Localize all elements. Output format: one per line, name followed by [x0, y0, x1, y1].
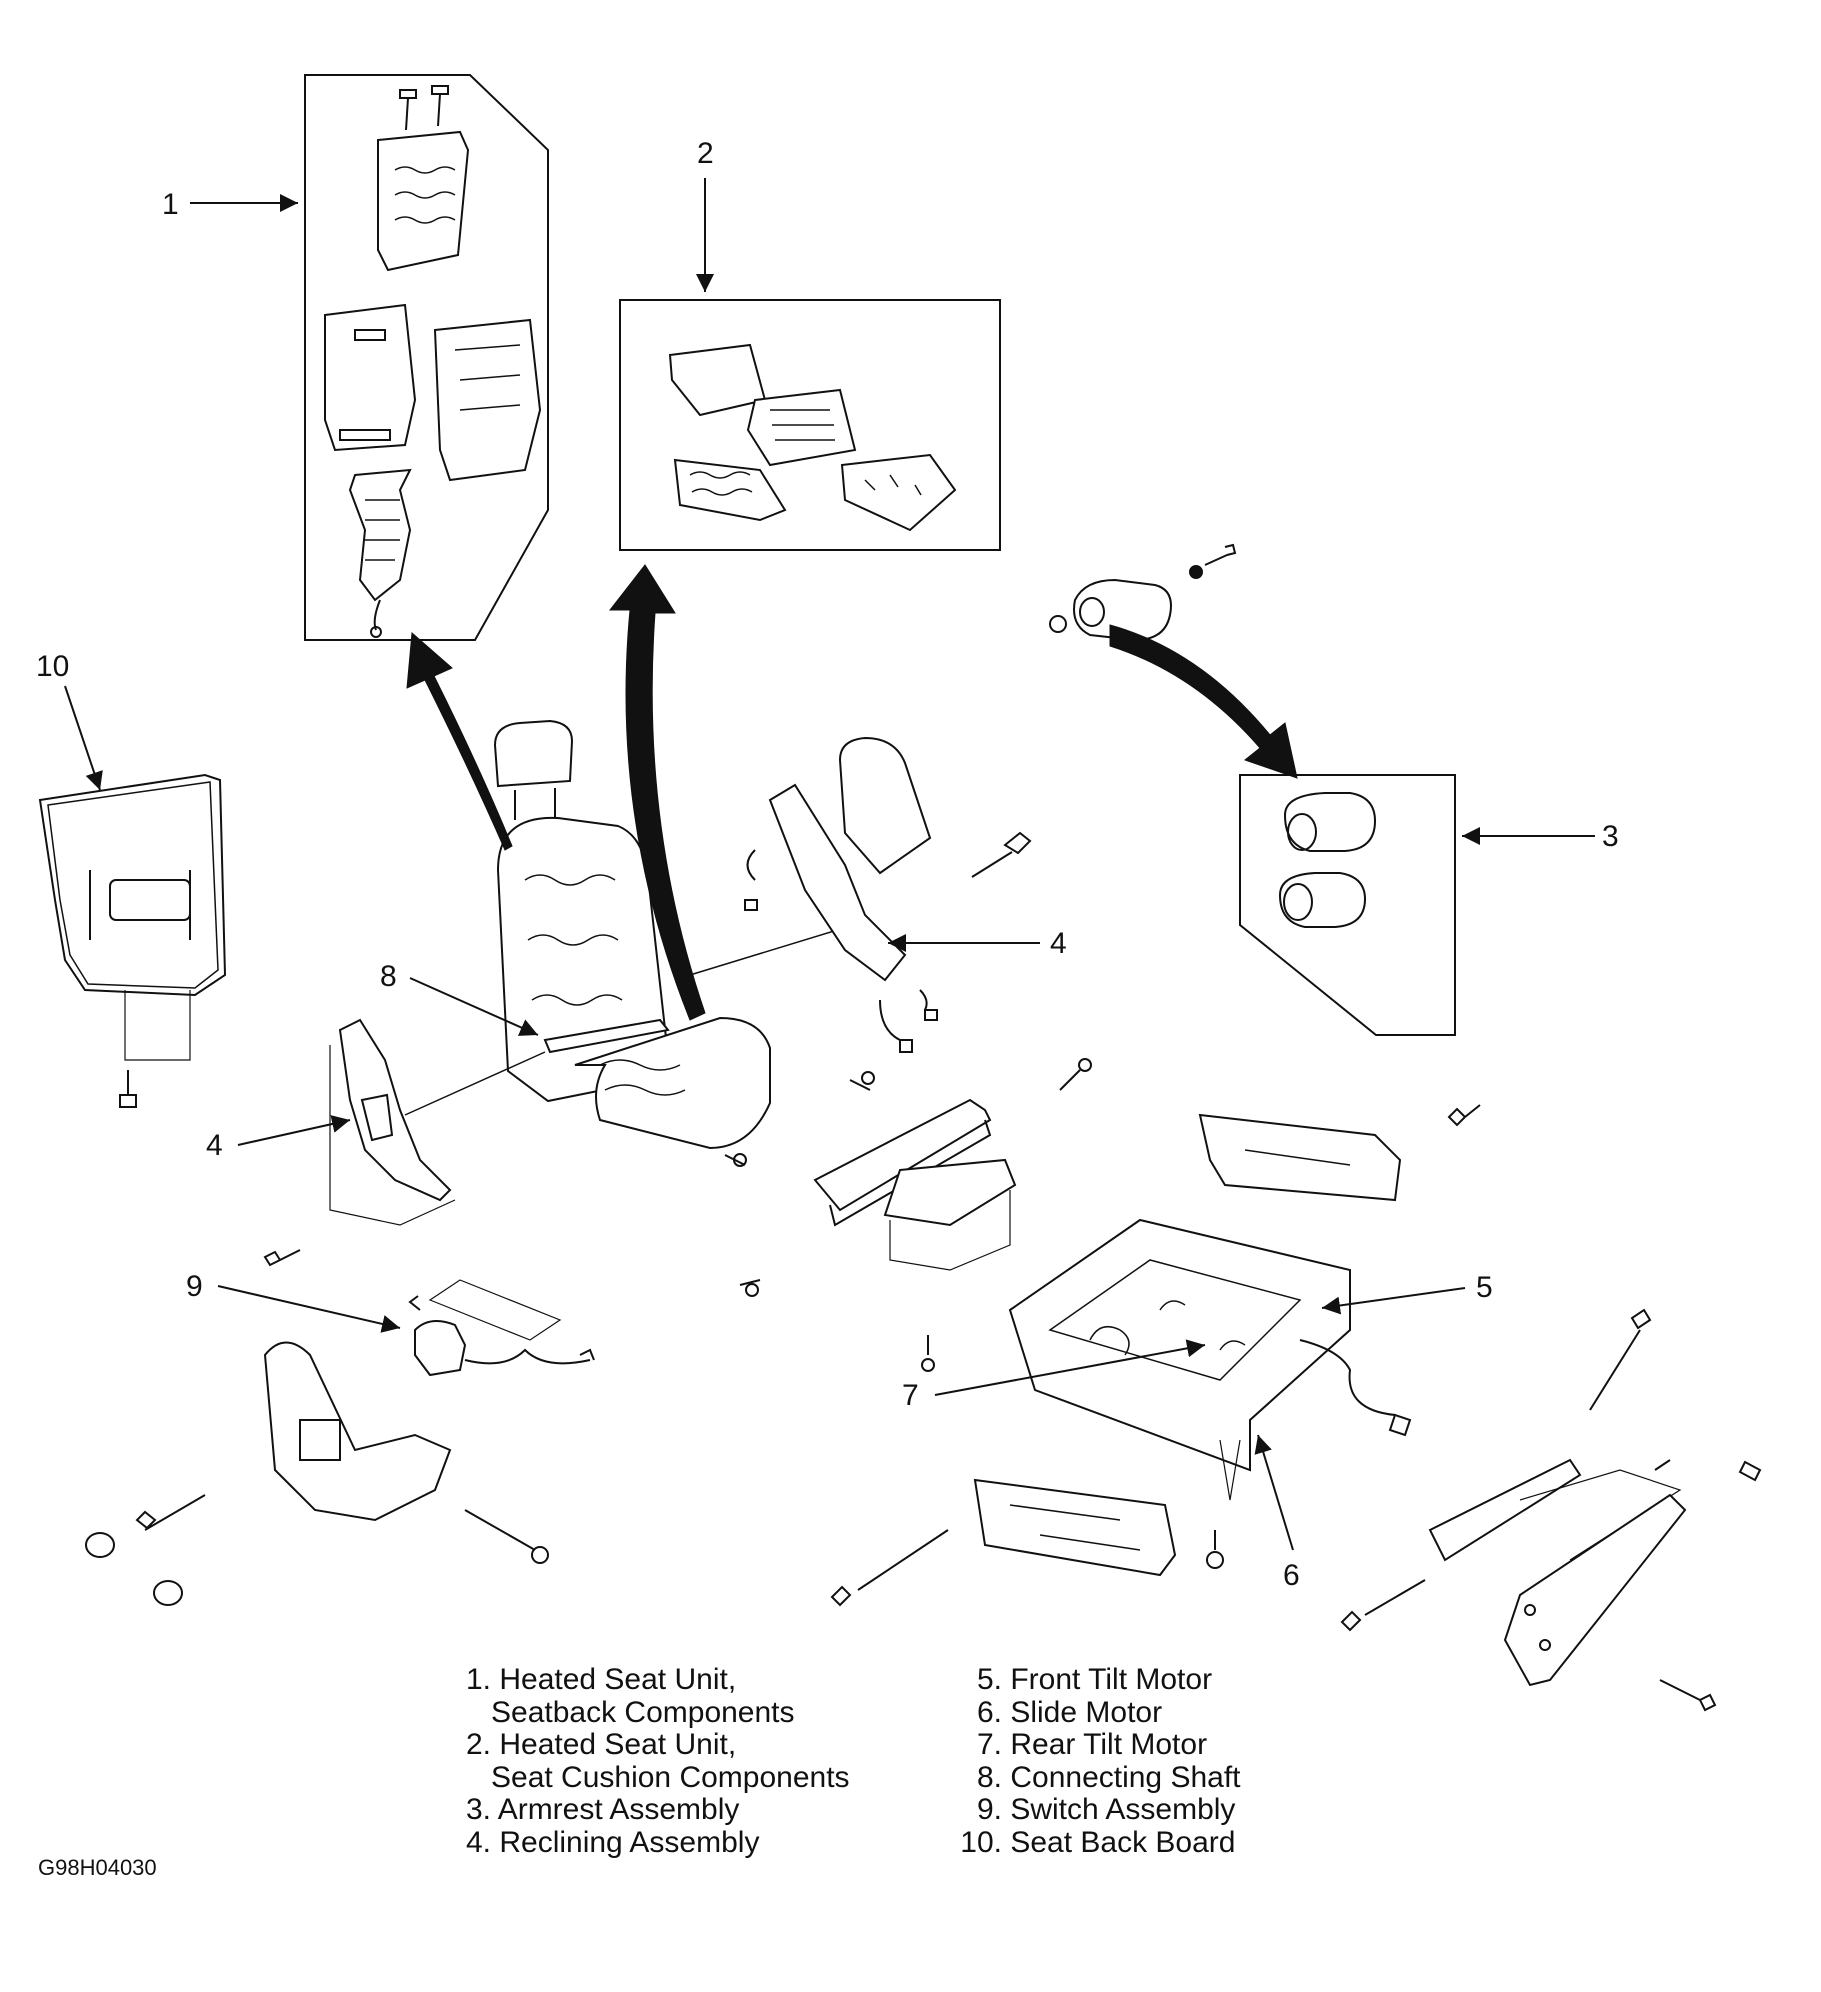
- legend-item: 7. Rear Tilt Motor: [950, 1728, 1241, 1762]
- curved-arrows: [406, 564, 1298, 1021]
- legend-text: Reclining Assembly: [499, 1825, 760, 1859]
- legend-number: 1.: [465, 1663, 491, 1696]
- legend-item: 2. Heated Seat Unit, Seat Cushion Compon…: [455, 1728, 850, 1794]
- callout-8: 8: [380, 960, 397, 993]
- legend-number: 9.: [976, 1793, 1002, 1826]
- callout-7: 7: [902, 1379, 919, 1412]
- motor-frame: [1008, 1218, 1412, 1569]
- legend-text: Seat Back Board: [1010, 1825, 1236, 1859]
- legend-text: Connecting Shaft: [1010, 1760, 1241, 1794]
- legend-text: Rear Tilt Motor: [1010, 1728, 1208, 1761]
- legend-number: 5.: [976, 1663, 1002, 1696]
- callout-4-left: 4: [206, 1129, 223, 1162]
- legend-item: 1. Heated Seat Unit, Seatback Components: [455, 1663, 850, 1729]
- legend-item: 9. Switch Assembly: [950, 1793, 1241, 1827]
- legend-item: 6. Slide Motor: [950, 1695, 1241, 1730]
- legend-number: 8.: [976, 1760, 1002, 1794]
- legend-text: Armrest Assembly: [497, 1793, 740, 1826]
- legend-number: 3.: [465, 1793, 491, 1826]
- legend-text: Heated Seat Unit,: [499, 1663, 737, 1696]
- callout-5: 5: [1476, 1271, 1493, 1304]
- legend-number: 6.: [976, 1695, 1002, 1729]
- callout-9: 9: [186, 1270, 203, 1303]
- slide-rail-bracket: [724, 1058, 1092, 1372]
- reclining-assembly-left: [263, 1018, 456, 1267]
- callout-leaders: [64, 178, 1595, 1551]
- legend-item: 4. Reclining Assembly: [455, 1825, 850, 1860]
- cover-brackets: [830, 1104, 1762, 1712]
- legend-item: 3. Armrest Assembly: [455, 1793, 850, 1827]
- legend-number: 4.: [465, 1825, 491, 1859]
- legend-left: 1. Heated Seat Unit, Seatback Components…: [455, 1663, 850, 1860]
- legend-right: 5. Front Tilt Motor 6. Slide Motor 7. Re…: [950, 1663, 1241, 1860]
- callout-labels: 1 2 3 4 4 5 6 7 8 9 10: [36, 137, 1619, 1592]
- seat-cushion-heater-box: [619, 299, 1001, 551]
- callout-3: 3: [1602, 820, 1619, 853]
- callout-4-right: 4: [1050, 927, 1067, 960]
- callout-2: 2: [697, 137, 714, 170]
- legend-text: Slide Motor: [1010, 1695, 1163, 1729]
- legend-number: 10.: [960, 1825, 1002, 1859]
- legend-item: 5. Front Tilt Motor: [950, 1663, 1241, 1697]
- figure-code: G98H04030: [38, 1855, 157, 1880]
- seat-assembly: [404, 719, 871, 1150]
- reclining-assembly-right: [744, 736, 1032, 1053]
- screw-icon: [399, 85, 449, 131]
- legend-text: Seatback Components: [491, 1695, 795, 1729]
- seat-back-board: [38, 773, 227, 1108]
- legend-item: 8. Connecting Shaft: [950, 1760, 1241, 1795]
- switch-assembly: [85, 1279, 595, 1606]
- legend-text: Switch Assembly: [1010, 1793, 1236, 1826]
- callout-1: 1: [162, 188, 179, 221]
- callout-6: 6: [1283, 1559, 1300, 1592]
- armrest-cover-box: [1239, 774, 1456, 1036]
- legend-text: Heated Seat Unit,: [499, 1728, 737, 1761]
- legend-text: Seat Cushion Components: [491, 1760, 850, 1794]
- legend-number: 7.: [976, 1728, 1002, 1761]
- seatback-heater-box: [304, 74, 549, 641]
- armrest-parts: [1049, 543, 1456, 1036]
- legend-text: Front Tilt Motor: [1010, 1663, 1213, 1696]
- callout-10: 10: [36, 650, 69, 683]
- legend-number: 2.: [465, 1728, 491, 1761]
- legend-item: 10. Seat Back Board: [950, 1825, 1241, 1860]
